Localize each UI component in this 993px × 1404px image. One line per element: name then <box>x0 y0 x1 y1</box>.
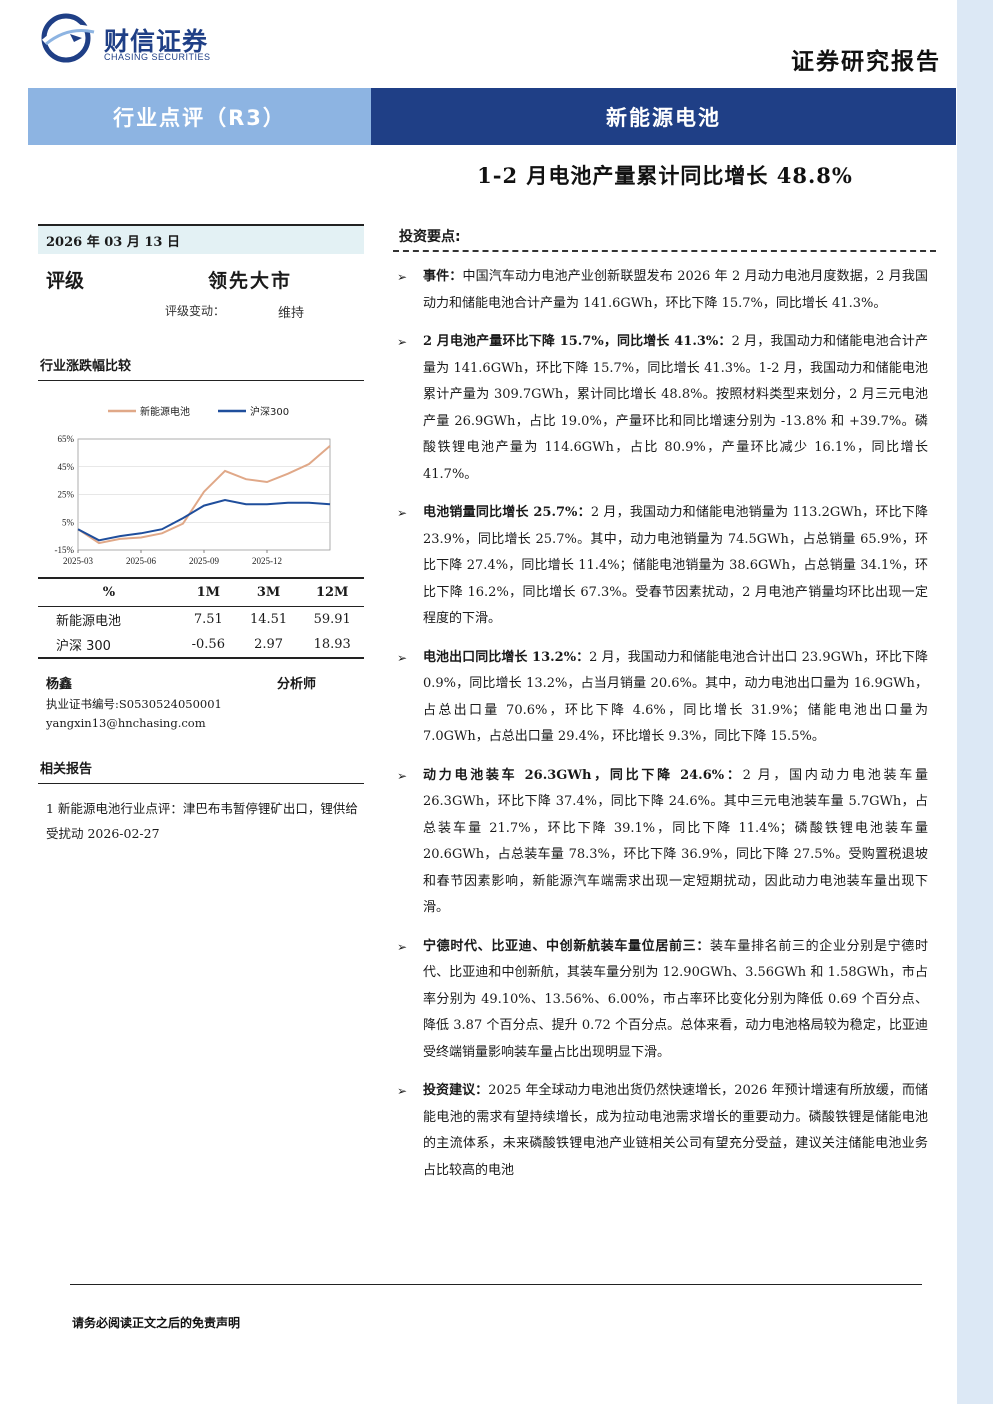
chart-heading: 行业涨跌幅比较 <box>38 355 364 381</box>
right-margin-strip <box>957 0 993 1404</box>
list-item: ➢ 2 月电池产量环比下降 15.7%，同比增长 41.3%：2 月，我国动力和… <box>393 329 936 488</box>
report-category: 行业点评（R3） <box>28 88 371 145</box>
logo-text-cn: 财信证券 <box>104 27 209 56</box>
bullet-text: 2 月，国内动力电池装车量 26.3GWh，环比下降 37.4%，同比下降 24… <box>423 767 928 916</box>
arrow-bullet-icon: ➢ <box>397 1084 408 1098</box>
x-tick-label: 2025-12 <box>252 556 282 566</box>
y-tick-label: -15% <box>55 545 75 555</box>
list-item: ➢ 电池销量同比增长 25.7%：2 月，我国动力和储能电池销量为 113.2G… <box>393 500 936 633</box>
list-item: ➢ 投资建议：2025 年全球动力电池出货仍然快速增长，2026 年预计增速有所… <box>393 1078 936 1184</box>
rating-row: 评级 领先大市 <box>38 262 364 296</box>
header-cell: 1M <box>179 577 237 607</box>
related-report-link[interactable]: 1 新能源电池行业点评：津巴布韦暂停锂矿出口，锂供给受扰动 2026-02-27 <box>46 801 358 841</box>
footer-divider <box>70 1284 922 1285</box>
cell-1m: -0.56 <box>179 632 237 659</box>
table-row: 沪深 300 -0.56 2.97 18.93 <box>38 632 364 659</box>
arrow-bullet-icon: ➢ <box>397 270 408 284</box>
performance-chart: 65% 45% 25% 5% -15%2025-03 2025-06 2025-09 2025… <box>38 391 364 569</box>
bullet-lead: 动力电池装车 26.3GWh，同比下降 24.6%： <box>423 767 743 783</box>
arrow-bullet-icon: ➢ <box>397 939 408 954</box>
arrow-bullet-icon: ➢ <box>397 650 408 665</box>
legend-label: 沪深300 <box>250 405 289 418</box>
rating-change-value: 维持 <box>278 306 305 321</box>
list-item: ➢ 事件：中国汽车动力电池产业创新联盟发布 2026 年 2 月动力电池月度数据… <box>393 264 936 317</box>
y-tick-label: 5% <box>62 517 75 527</box>
series-line-2 <box>77 498 331 542</box>
bullet-text: 2 月，我国动力和储能电池合计出口 23.9GWh，环比下降 0.9%，同比增长… <box>423 649 928 745</box>
row-name: 沪深 300 <box>38 632 180 659</box>
analyst-name: 杨鑫 <box>46 677 73 692</box>
y-tick-label: 25% <box>58 490 75 500</box>
x-tick-label: 2025-06 <box>126 556 156 566</box>
company-logo: 财信证券 CHASING SECURITIES <box>40 12 220 64</box>
table-row: 新能源电池 7.51 14.51 59.91 <box>38 606 364 632</box>
list-item: ➢ 宁德时代、比亚迪、中创新航装车量位居前三：装车量排名前三的企业分别是宁德时代… <box>393 934 936 1067</box>
bullet-text: 2 月，我国动力和储能电池销量为 113.2GWh，环比下降 23.9%，同比增… <box>423 505 929 626</box>
related-heading: 相关报告 <box>38 758 364 784</box>
category-band: 行业点评（R3） 新能源电池 <box>28 88 956 145</box>
analyst-cert: 执业证书编号:S0530524050001 <box>46 697 222 711</box>
series-line-1 <box>77 445 331 545</box>
header-cell: % <box>38 577 180 607</box>
report-date: 2026 年 03 月 13 日 <box>38 224 364 254</box>
cell-3m: 2.97 <box>236 632 301 659</box>
x-tick-label: 2025-03 <box>63 556 93 566</box>
x-tick-label: 2025-09 <box>189 556 219 566</box>
cell-12m: 59.91 <box>313 611 351 627</box>
bullet-text: 装车量排名前三的企业分别是宁德时代、比亚迪和中创新航，其装车量分别为 12.90… <box>423 938 928 1060</box>
bullet-lead: 电池出口同比增长 13.2%： <box>423 649 590 665</box>
cell-1m: 7.51 <box>193 611 223 627</box>
bullet-lead: 2 月电池产量环比下降 15.7%，同比增长 41.3%： <box>423 334 732 349</box>
analyst-info: 杨鑫 分析师 执业证书编号:S0530524050001 yangxin13@h… <box>38 673 364 730</box>
row-name: 新能源电池 <box>56 613 122 629</box>
rating-change-row: 评级变动： 维持 <box>38 302 364 321</box>
bullet-lead: 事件： <box>423 269 463 284</box>
chart-svg: 65% 45% 25% 5% -15%2025-03 2025-06 2025-09 2025… <box>55 405 331 566</box>
bullet-lead: 投资建议： <box>423 1083 489 1098</box>
bullet-text: 2 月，我国动力和储能电池合计产量为 141.6GWh，环比下降 15.7%，同… <box>423 334 928 482</box>
analyst-email[interactable]: yangxin13@hnchasing.com <box>46 716 206 730</box>
table-header-row: % 1M 3M 12M <box>38 577 364 607</box>
bullet-lead: 电池销量同比增长 25.7%： <box>423 505 591 520</box>
legend-label: 新能源电池 <box>140 405 190 418</box>
logo-text-en: CHASING SECURITIES <box>104 52 211 62</box>
arrow-bullet-icon: ➢ <box>397 335 408 349</box>
analyst-row: 杨鑫 分析师 <box>38 673 364 692</box>
performance-table: % 1M 3M 12M 新能源电池 7.51 14.51 59.91 沪深 30… <box>38 577 364 659</box>
arrow-bullet-icon: ➢ <box>397 506 408 520</box>
industry-name: 新能源电池 <box>371 88 956 145</box>
cell-12m: 18.93 <box>300 632 364 659</box>
disclaimer-text: 请务必阅读正文之后的免责声明 <box>72 1316 241 1330</box>
sidebar: 2026 年 03 月 13 日 评级 领先大市 评级变动： 维持 行业涨跌幅比… <box>38 224 364 846</box>
logo-mark-icon <box>41 13 95 63</box>
report-type-label: 证券研究报告 <box>791 49 941 75</box>
key-points-heading: 投资要点: <box>393 226 936 252</box>
report-title: 1-2 月电池产量累计同比增长 48.8% <box>477 163 853 188</box>
bullet-text: 2025 年全球动力电池出货仍然快速增长，2026 年预计增速有所放缓，而储能电… <box>423 1083 928 1178</box>
arrow-bullet-icon: ➢ <box>397 768 408 783</box>
key-points: 投资要点: ➢ 事件：中国汽车动力电池产业创新联盟发布 2026 年 2 月动力… <box>393 226 936 1184</box>
list-item: ➢ 动力电池装车 26.3GWh，同比下降 24.6%：2 月，国内动力电池装车… <box>393 763 936 922</box>
y-tick-label: 45% <box>58 462 75 472</box>
header-cell: 12M <box>300 577 364 607</box>
analyst-role: 分析师 <box>276 677 316 692</box>
y-tick-label: 65% <box>58 434 75 444</box>
bullet-lead: 宁德时代、比亚迪、中创新航装车量位居前三： <box>423 938 710 954</box>
rating-change-label: 评级变动： <box>165 304 226 318</box>
cell-3m: 14.51 <box>249 611 288 627</box>
rating-value: 领先大市 <box>208 269 293 292</box>
rating-label: 评级 <box>46 269 85 292</box>
list-item: ➢ 电池出口同比增长 13.2%：2 月，我国动力和储能电池合计出口 23.9G… <box>393 645 936 751</box>
related-reports: 相关报告 1 新能源电池行业点评：津巴布韦暂停锂矿出口，锂供给受扰动 2026-… <box>38 758 364 846</box>
header-cell: 3M <box>236 577 301 607</box>
bullet-text: 中国汽车动力电池产业创新联盟发布 2026 年 2 月动力电池月度数据，2 月我… <box>423 269 928 311</box>
